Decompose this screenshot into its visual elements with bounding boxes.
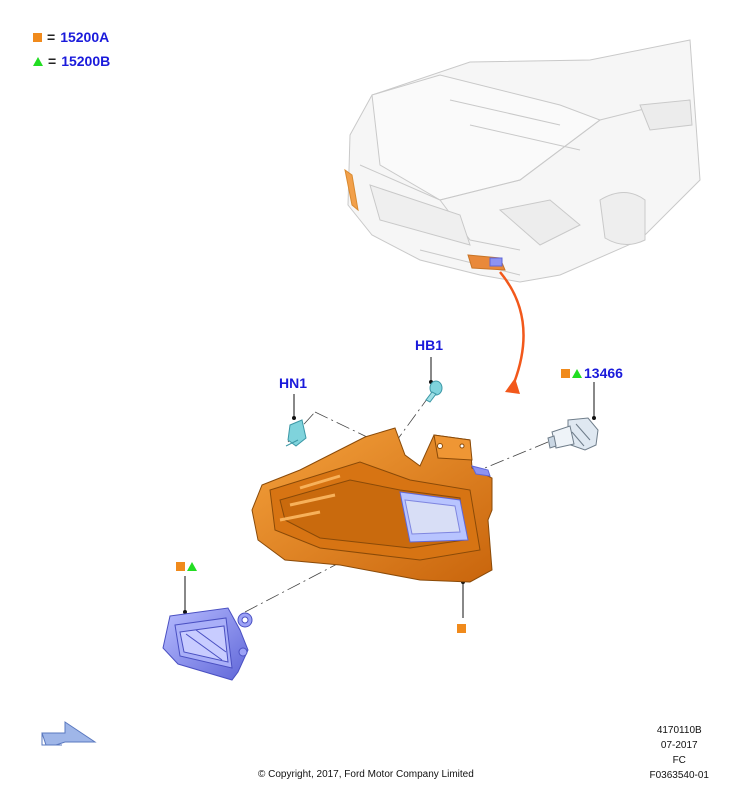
drawing-meta: 4170110B 07-2017 FC F0363540-01 [650,723,710,783]
orange-square-icon [561,368,570,378]
legend-equals: = [48,53,57,69]
zoom-arrow [499,271,525,394]
legend-row-15200a: = 15200A [33,29,109,45]
callout-13466: 13466 [584,365,623,381]
legend-code: 15200B [61,53,111,69]
callout-leaders [184,357,595,618]
legend-row-15200b: = 15200B [33,53,110,69]
bulb-socket [547,417,599,451]
callout-hn1: HN1 [279,375,308,391]
callout-13466-group: 13466 [561,365,623,381]
orange-square-icon [176,562,185,571]
meta-drawing-number: 4170110B [656,725,702,736]
truck-front-illustration [344,39,701,283]
meta-date: 07-2017 [660,740,698,751]
green-triangle-icon [187,562,197,571]
green-triangle-icon [572,368,582,378]
fog-lamp-assembly [162,607,253,681]
fog-lamp-bracket [251,427,493,583]
callout-hb1: HB1 [415,337,444,353]
hb1-push-pin [425,380,443,403]
green-triangle-icon [33,56,43,66]
lamp-marker-group [176,562,197,571]
copyright-text: © Copyright, 2017, Ford Motor Company Li… [258,769,474,780]
view-direction-arrow-icon [41,721,97,746]
hn1-clip [285,419,307,447]
meta-figure-id: F0363540-01 [649,770,710,781]
legend-equals: = [47,29,56,45]
legend-code: 15200A [60,29,110,45]
meta-code: FC [672,755,686,766]
orange-square-icon [33,32,42,42]
orange-square-icon [457,624,466,633]
